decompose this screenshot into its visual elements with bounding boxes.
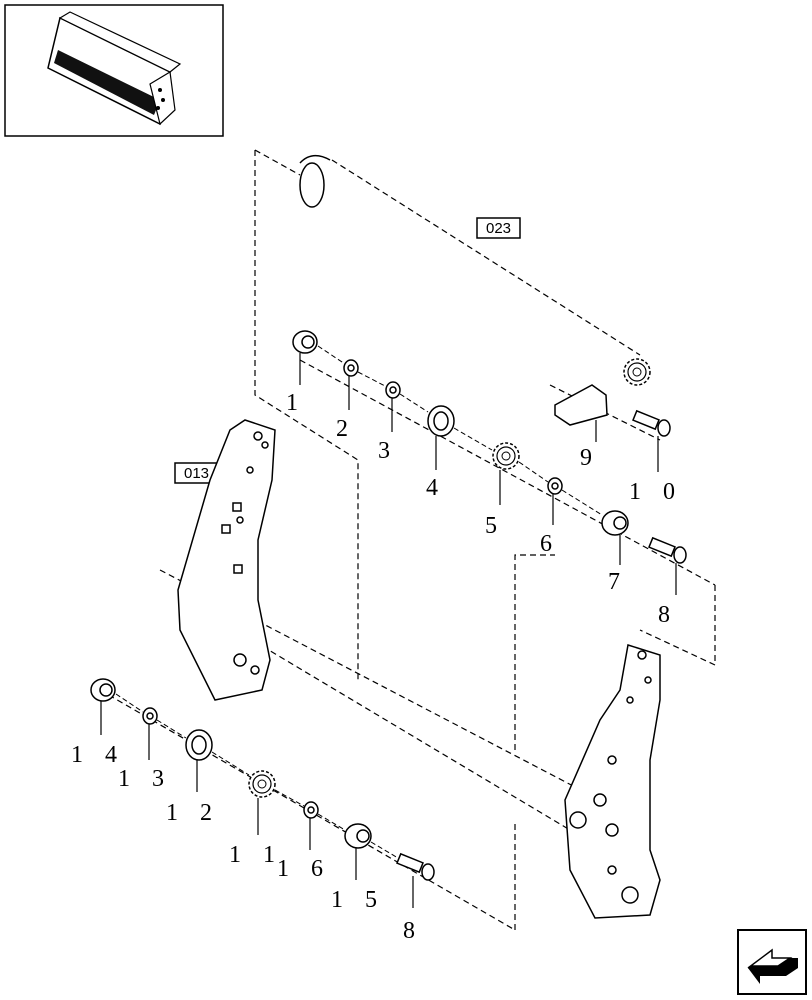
callout-labels: 1 2 3 4 5 6 7 8 9 1 0 1 4 1 3 1 2 1 1 1 … (71, 390, 683, 944)
callout-4: 4 (426, 475, 446, 501)
left-side-plate (177, 419, 276, 701)
part-5-gear-icon (492, 442, 520, 470)
part-4-bearing (427, 405, 455, 437)
upper-shaft (299, 154, 331, 208)
part-8-bolt (648, 536, 687, 564)
callout-1: 1 (286, 390, 306, 416)
callout-15: 1 5 (331, 887, 385, 913)
callout-10: 1 0 (629, 479, 683, 505)
callout-3: 3 (378, 438, 398, 464)
part-8-bolt-lower (396, 852, 435, 881)
svg-text:013: 013 (184, 465, 209, 482)
part-14-bushing (90, 678, 116, 702)
ref-box-023: 023 (476, 217, 521, 239)
callout-12: 1 2 (166, 800, 220, 826)
part-3-washer (385, 381, 401, 399)
shaft-gear-icon (623, 358, 651, 386)
callout-11: 1 1 (229, 842, 283, 868)
callout-8-upper: 8 (658, 602, 678, 628)
right-side-plate (564, 644, 661, 919)
part-2-washer (343, 359, 359, 377)
ref-box-013: 013 (174, 462, 219, 484)
svg-text:023: 023 (486, 220, 511, 237)
part-12-bearing (185, 729, 213, 761)
explode-axes (115, 345, 603, 859)
machine-header-thumbnail-icon (4, 4, 224, 137)
part-16-washer (303, 801, 319, 819)
callout-8-lower: 8 (403, 918, 423, 944)
callout-6: 6 (540, 531, 560, 557)
part-6-washer (547, 477, 563, 495)
callout-13: 1 3 (118, 766, 172, 792)
part-1-bushing (292, 330, 318, 354)
callout-16: 1 6 (277, 856, 331, 882)
part-15-bushing (344, 823, 372, 849)
lower-parts (90, 678, 435, 881)
callout-14: 1 4 (71, 742, 125, 768)
callout-7: 7 (608, 569, 628, 595)
upper-parts (292, 330, 687, 564)
part-7-bushing (601, 510, 629, 536)
callout-5: 5 (485, 513, 505, 539)
part-11-gear-icon (248, 770, 276, 798)
part-9-bracket (554, 384, 608, 426)
part-10-bolt (632, 409, 671, 437)
callout-9: 9 (580, 445, 600, 471)
part-13-washer (142, 707, 158, 725)
callout-2: 2 (336, 416, 356, 442)
leader-lines (100, 353, 677, 908)
next-page-arrow-icon[interactable] (737, 929, 807, 995)
